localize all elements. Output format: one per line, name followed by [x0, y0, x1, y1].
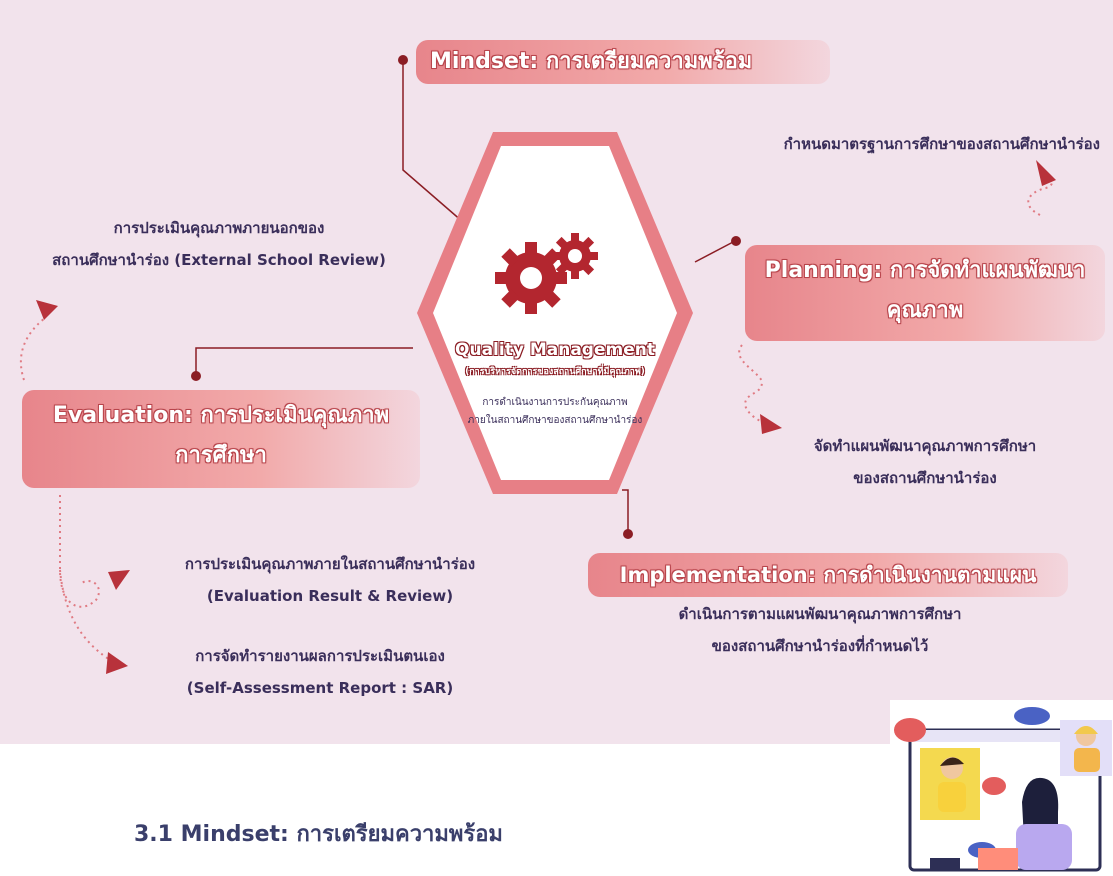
- small-gear-icon: [552, 233, 598, 279]
- video-meeting-illustration: [890, 700, 1113, 876]
- evaluation-label: Evaluation: การประเมินคุณภาพ การศึกษา: [22, 390, 420, 488]
- evaluation-label-line1: Evaluation: การประเมินคุณภาพ: [52, 403, 390, 428]
- standard-text: กำหนดมาตรฐานการศึกษาของสถานศึกษานำร่อง: [690, 128, 1100, 160]
- evaluation-result-line1: การประเมินคุณภาพภายในสถานศึกษานำร่อง: [184, 555, 476, 573]
- sar-text-line1: การจัดทำรายงานผลการประเมินตนเอง: [195, 647, 445, 665]
- sar-text-line2: (Self-Assessment Report : SAR): [186, 679, 454, 697]
- center-description: การดำเนินงานการประกันคุณภาพ ภายในสถานศึก…: [413, 394, 697, 430]
- implementation-text-line1: ดำเนินการตามแผนพัฒนาคุณภาพการศึกษา: [678, 605, 962, 623]
- speech-bubble-icon: [982, 777, 1006, 795]
- center-subtitle: (การบริหารจัดการของสถานศึกษาที่มีคุณภาพ): [465, 367, 645, 377]
- planning-text-line2: ของสถานศึกษานำร่อง: [853, 469, 997, 487]
- hexagon-shape: [417, 132, 693, 494]
- connector-lines: [19, 55, 1056, 674]
- planning-text-line1: จัดทำแผนพัฒนาคุณภาพการศึกษา: [813, 437, 1037, 455]
- implementation-text-line2: ของสถานศึกษานำร่องที่กำหนดไว้: [711, 637, 929, 655]
- implementation-text: ดำเนินการตามแผนพัฒนาคุณภาพการศึกษา ของสถ…: [600, 598, 1040, 662]
- external-text-line2: สถานศึกษานำร่อง (External School Review): [52, 251, 386, 269]
- sar-text: การจัดทำรายงานผลการประเมินตนเอง (Self-As…: [120, 640, 520, 704]
- evaluation-label-line2: การศึกษา: [175, 443, 267, 468]
- evaluation-result-text: การประเมินคุณภาพภายในสถานศึกษานำร่อง (Ev…: [120, 548, 540, 612]
- planning-label-line2: คุณภาพ: [886, 298, 964, 323]
- center-title: Quality Management: [455, 340, 655, 360]
- planning-text: จัดทำแผนพัฒนาคุณภาพการศึกษา ของสถานศึกษา…: [740, 430, 1110, 494]
- standard-text-line: กำหนดมาตรฐานการศึกษาของสถานศึกษานำร่อง: [783, 135, 1100, 153]
- planning-label-line1: Planning: การจัดทำแผนพัฒนา: [764, 258, 1086, 283]
- implementation-label-text: Implementation: การดำเนินงานตามแผน: [619, 563, 1037, 587]
- evaluation-result-line2: (Evaluation Result & Review): [206, 587, 454, 605]
- section-heading: 3.1 Mindset: การเตรียมความพร้อม: [134, 822, 503, 847]
- planning-label: Planning: การจัดทำแผนพัฒนา คุณภาพ: [745, 245, 1105, 341]
- external-review-text: การประเมินคุณภาพภายนอกของ สถานศึกษานำร่อ…: [24, 212, 414, 276]
- center-desc-line1: การดำเนินงานการประกันคุณภาพ: [482, 397, 628, 408]
- external-text-line1: การประเมินคุณภาพภายนอกของ: [113, 219, 325, 237]
- speech-bubble-icon: [894, 718, 926, 742]
- center-desc-line2: ภายในสถานศึกษาของสถานศึกษานำร่อง: [467, 415, 643, 426]
- implementation-label: Implementation: การดำเนินงานตามแผน: [588, 553, 1068, 597]
- quality-management-hexagon: Quality Management (การบริหารจัดการของสถ…: [413, 128, 697, 498]
- mindset-label-text: Mindset: การเตรียมความพร้อม: [430, 49, 753, 74]
- speech-bubble-icon: [1014, 707, 1050, 725]
- mindset-label: Mindset: การเตรียมความพร้อม: [416, 40, 830, 84]
